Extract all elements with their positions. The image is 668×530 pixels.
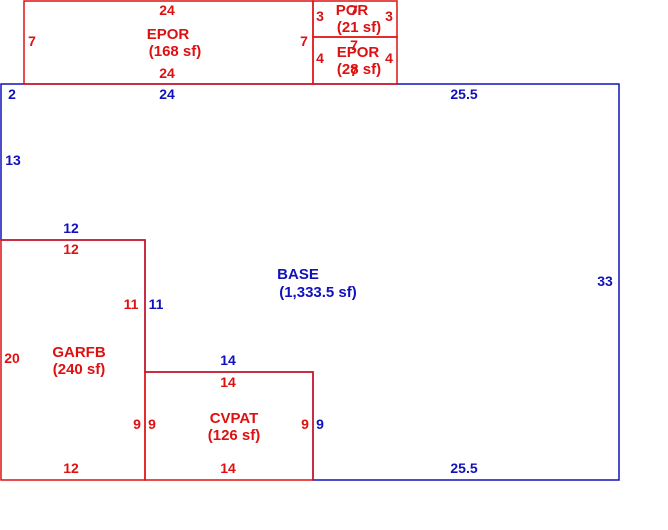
base-bottom-dim: 25.5 xyxy=(450,460,477,476)
epor-left-bottom-dim: 24 xyxy=(159,65,175,81)
epor-left-left-dim: 7 xyxy=(28,33,36,49)
base-name: BASE xyxy=(277,266,319,283)
epor-small-bottom-dim: 7 xyxy=(350,63,358,79)
por-bottom-dim: 7 xyxy=(350,37,358,53)
epor-left-area: (168 sf) xyxy=(149,43,202,60)
por-area: (21 sf) xyxy=(337,19,381,36)
base-right-dim: 33 xyxy=(597,273,613,289)
garfb-right-upper-dim: 11 xyxy=(124,296,139,312)
cvpat-area: (126 sf) xyxy=(208,427,261,444)
base-top-left-dim: 24 xyxy=(159,86,175,102)
por-right-dim: 3 xyxy=(385,8,393,24)
cvpat-right-dim: 9 xyxy=(301,416,309,432)
garfb-left-dim: 20 xyxy=(4,350,20,366)
garfb-right-lower-dim: 9 xyxy=(133,416,141,432)
epor-left-right-dim: 7 xyxy=(300,33,308,49)
base-step-side-dim: 11 xyxy=(149,296,164,312)
base-top-right-dim: 25.5 xyxy=(450,86,477,102)
epor-small-right-dim: 4 xyxy=(385,50,393,66)
base-area: (1,333.5 sf) xyxy=(279,284,357,301)
cvpat-left-dim: 9 xyxy=(148,416,156,432)
epor-small-outline xyxy=(312,36,398,85)
base-inner-side-dim: 9 xyxy=(316,416,324,432)
cvpat-name: CVPAT xyxy=(210,410,259,427)
epor-small-area: (28 sf) xyxy=(337,61,381,78)
garfb-outline xyxy=(0,239,146,481)
base-left-upper-dim: 13 xyxy=(5,152,21,168)
garfb-name: GARFB xyxy=(52,344,105,361)
por-left-dim: 3 xyxy=(316,8,324,24)
garfb-area: (240 sf) xyxy=(53,361,106,378)
cvpat-bottom-dim: 14 xyxy=(220,460,236,476)
epor-left-name: EPOR xyxy=(147,26,190,43)
garfb-bottom-dim: 12 xyxy=(63,460,79,476)
epor-small-name: EPOR xyxy=(337,44,380,61)
base-left-short-dim: 2 xyxy=(8,86,16,102)
garfb-top-dim: 12 xyxy=(63,241,79,257)
base-inner-top-dim: 14 xyxy=(220,352,236,368)
epor-small-left-dim: 4 xyxy=(316,50,324,66)
base-step-top-dim: 12 xyxy=(63,220,79,236)
cvpat-top-dim: 14 xyxy=(220,374,236,390)
por-top-dim: 7 xyxy=(350,2,358,18)
epor-left-top-dim: 24 xyxy=(159,2,175,18)
por-name: POR xyxy=(336,2,369,19)
cvpat-outline xyxy=(144,371,314,481)
